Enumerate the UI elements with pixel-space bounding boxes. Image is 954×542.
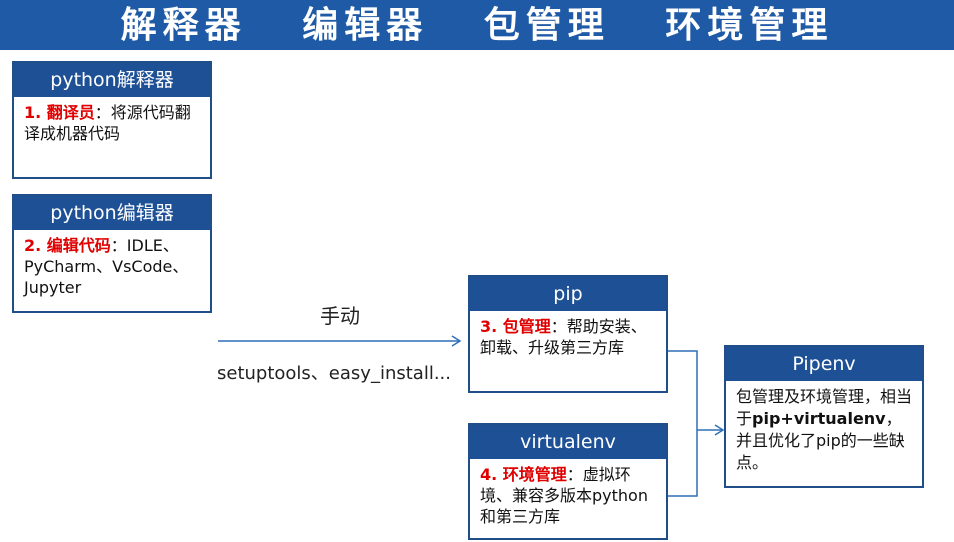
card-virtualenv-num: 4. 环境管理 [480,465,567,484]
card-pipenv: Pipenv 包管理及环境管理，相当于pip+virtualenv，并且优化了p… [724,345,924,488]
card-pipenv-body: 包管理及环境管理，相当于pip+virtualenv，并且优化了pip的一些缺点… [726,381,922,478]
card-editor-header: python编辑器 [14,196,210,230]
card-editor-text: ：IDLE、PyCharm、VsCode、Jupyter [24,236,189,297]
virtualenv-to-pipenv-line [668,430,698,497]
card-editor-num: 2. 编辑代码 [24,236,111,255]
card-pipenv-header: Pipenv [726,347,922,381]
card-virtualenv-header: virtualenv [470,425,666,459]
card-pip-header: pip [470,277,666,311]
card-pipenv-text-post: ，并且优化了pip的一些缺点。 [736,409,905,472]
card-interpreter-num: 1. 翻译员 [24,103,95,122]
card-pipenv-text-pre: 包管理及环境管理，相当于 [736,387,913,428]
pip-to-pipenv-line [668,350,698,430]
banner-title: 解释器 编辑器 包管理 环境管理 [0,0,954,50]
arrow-label-tools: setuptools、easy_install... [217,363,451,384]
card-editor: python编辑器 2. 编辑代码：IDLE、PyCharm、VsCode、Ju… [12,194,212,313]
card-virtualenv-body: 4. 环境管理：虚拟环境、兼容多版本python和第三方库 [470,459,666,531]
card-pip-body: 3. 包管理：帮助安装、卸载、升级第三方库 [470,311,666,362]
arrow-label-manual: 手动 [320,304,360,328]
card-interpreter-header: python解释器 [14,63,210,97]
card-editor-body: 2. 编辑代码：IDLE、PyCharm、VsCode、Jupyter [14,230,210,302]
card-pipenv-text-bold: pip+virtualenv [752,409,886,428]
card-interpreter: python解释器 1. 翻译员：将源代码翻译成机器代码 [12,61,212,179]
card-virtualenv: virtualenv 4. 环境管理：虚拟环境、兼容多版本python和第三方库 [468,423,668,540]
card-pip-num: 3. 包管理 [480,317,551,336]
card-interpreter-body: 1. 翻译员：将源代码翻译成机器代码 [14,97,210,148]
merge-arrow-head [714,424,725,436]
manual-arrow-head [451,335,462,347]
card-virtualenv-text: ：虚拟环境、兼容多版本python和第三方库 [480,465,648,526]
card-interpreter-text: ：将源代码翻译成机器代码 [24,103,191,143]
card-pip: pip 3. 包管理：帮助安装、卸载、升级第三方库 [468,275,668,393]
card-pip-text: ：帮助安装、卸载、升级第三方库 [480,317,647,357]
